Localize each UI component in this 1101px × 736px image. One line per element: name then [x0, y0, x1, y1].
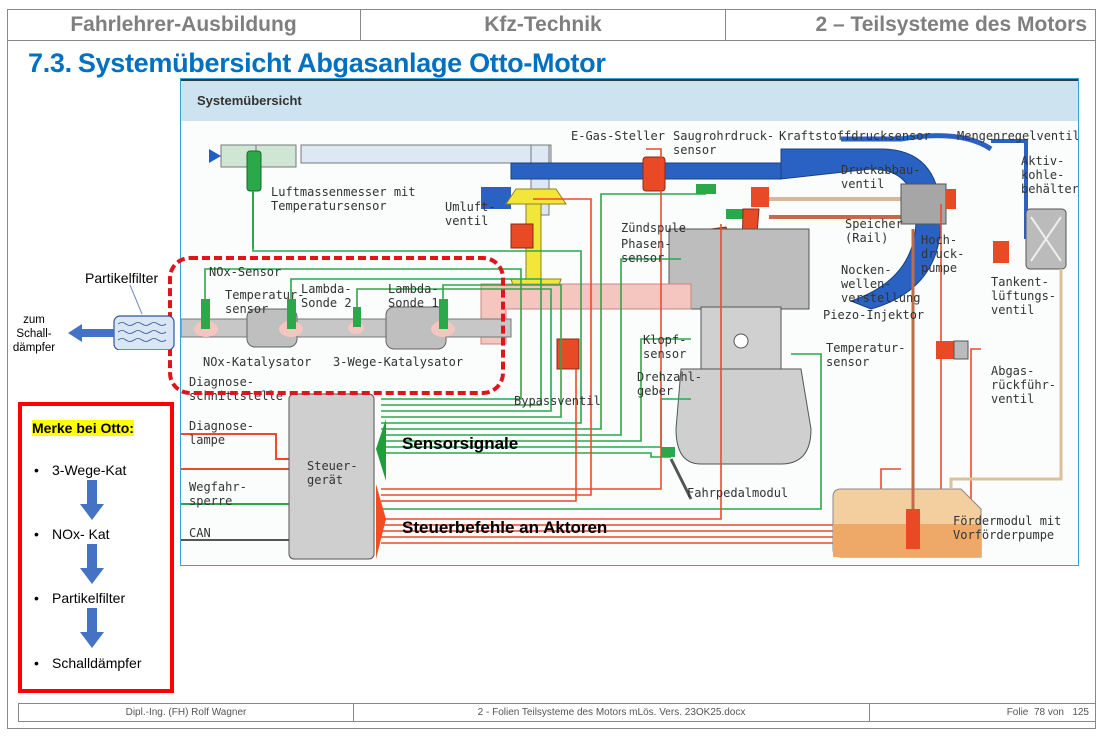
page-title: 7.3.Systemübersicht Abgasanlage Otto-Mot… [28, 48, 606, 79]
diagram-heading-bar: Systemübersicht [181, 79, 1078, 121]
memo-item: •Schalldämpfer [34, 655, 142, 671]
header-subject: Kfz-Technik [361, 9, 726, 40]
footer-page: Folie 78 von 125 [870, 704, 1095, 721]
label-nockenwellenverstellung: Nocken- wellen- verstellung [841, 263, 921, 305]
label-zuendspule: Zündspule [621, 221, 687, 235]
overlay-steuerbefehle: Steuerbefehle an Aktoren [402, 518, 608, 537]
label-diagnoselampe: Diagnose- lampe [189, 419, 255, 447]
pedal-sensor-icon [661, 447, 675, 457]
memo-item-text: Schalldämpfer [52, 655, 142, 671]
label-3-wege-katalysator: 3-Wege-Katalysator [333, 355, 464, 369]
footer-page-total: 125 [1072, 707, 1089, 718]
footer-author: Dipl.-Ing. (FH) Rolf Wagner [19, 704, 354, 721]
label-druckabbauventil: Druckabbau- ventil [841, 163, 921, 191]
diagram-heading: Systemübersicht [197, 93, 302, 108]
slide-footer: Dipl.-Ing. (FH) Rolf Wagner 2 - Folien T… [18, 703, 1096, 722]
recirculation-valve-icon [510, 223, 534, 249]
label-temperatursensor-abgas: Temperatur- sensor [225, 288, 305, 316]
memo-item-text: NOx- Kat [52, 526, 110, 542]
title-text: Systemübersicht Abgasanlage Otto-Motor [77, 48, 606, 78]
accelerator-pedal-icon [669, 458, 693, 500]
tank-vent-valve-icon [993, 241, 1009, 263]
slide-frame [7, 9, 1096, 729]
label-piezo-injektor: Piezo-Injektor [823, 308, 925, 322]
manifold-pressure-sensor-icon [696, 184, 716, 194]
slide-header: Fahrlehrer-Ausbildung Kfz-Technik 2 – Te… [7, 9, 1095, 41]
lambda-sensor-2-icon [353, 307, 361, 327]
label-luftmassenmesser: Luftmassenmesser mit Temperatursensor [271, 185, 416, 213]
engine-block [668, 228, 812, 465]
label-zum-schalldaempfer: zum Schall- dämpfer [12, 314, 56, 354]
label-partikelfilter: Partikelfilter [85, 270, 159, 286]
label-klopfsensor: Klopf- sensor [643, 333, 687, 361]
air-inlet-arrow-icon [209, 149, 221, 163]
down-arrow-icon [80, 480, 104, 520]
label-can: CAN [189, 526, 211, 540]
sensor-signal-arrow-icon [376, 419, 386, 481]
exhaust-manifold [480, 283, 692, 345]
fuel-pump-icon [906, 509, 920, 549]
air-mass-sensor-icon [246, 150, 262, 192]
memo-item: •NOx- Kat [34, 526, 110, 542]
overlay-sensorsignale: Sensorsignale [402, 434, 519, 453]
label-nox-sensor: NOx-Sensor [209, 265, 282, 279]
footer-page-sep: von [1047, 707, 1064, 718]
label-abgasrueckfuehrventil: Abgas- rückführ- ventil [991, 364, 1057, 406]
label-aktivkohlebehaelter: Aktiv- kohle- behälter [1021, 154, 1079, 196]
system-diagram: Systemübersicht [180, 78, 1079, 566]
memo-item: •Partikelfilter [34, 590, 126, 606]
bypass-valve-icon [556, 338, 580, 370]
label-tankentlueftungsventil: Tankent- lüftungs- ventil [991, 275, 1057, 317]
particle-filter-graphic [68, 284, 175, 350]
label-speicher-rail: Speicher (Rail) [845, 217, 903, 245]
fuel-pressure-sensor-icon [726, 209, 748, 219]
exhaust-out-arrow-icon [68, 324, 114, 342]
memo-item-text: 3-Wege-Kat [52, 462, 127, 478]
label-temperatursensor-motor: Temperatur- sensor [826, 341, 906, 369]
down-arrow-icon [80, 544, 104, 584]
actuator-command-arrow-icon [376, 484, 386, 559]
diagram-drawing [181, 133, 1067, 560]
down-arrow-icon [80, 608, 104, 648]
label-hochdruckpumpe: Hoch- druck- pumpe [921, 233, 965, 275]
header-course: Fahrlehrer-Ausbildung [7, 9, 361, 40]
footer-page-current: 78 [1033, 707, 1046, 718]
label-saugrohrdrucksensor: Saugrohrdruck- sensor [673, 129, 775, 157]
egr-valve-icon [936, 341, 954, 359]
throttle-actuator-icon [642, 156, 666, 192]
label-umluftventil: Umluft- ventil [445, 200, 496, 228]
nox-sensor-icon [201, 299, 210, 329]
memo-box: Merke bei Otto: •3-Wege-Kat •NOx- Kat •P… [18, 402, 174, 693]
memo-heading: Merke bei Otto: [32, 420, 134, 436]
memo-item: •3-Wege-Kat [34, 462, 127, 478]
label-lambda-sonde-1: Lambda- Sonde 1 [388, 282, 439, 310]
quantity-control-valve-icon [946, 189, 956, 209]
label-kraftstoffdrucksensor: Kraftstoffdrucksensor [779, 129, 931, 143]
label-mengenregelventil: Mengenregelventil [957, 129, 1079, 143]
footer-page-label: Folie [1006, 707, 1029, 718]
title-number: 7.3. [28, 48, 72, 78]
label-lambda-sonde-2: Lambda- Sonde 2 [301, 282, 352, 310]
memo-item-text: Partikelfilter [52, 590, 126, 606]
footer-filename: 2 - Folien Teilsysteme des Motors mLös. … [354, 704, 870, 721]
header-chapter: 2 – Teilsysteme des Motors [815, 12, 1087, 36]
label-bypassventil: Bypassventil [514, 394, 601, 408]
exhaust-temp-sensor-icon [287, 299, 296, 329]
lambda-sensor-1-icon [439, 299, 448, 329]
label-egas-steller: E-Gas-Steller [571, 129, 665, 143]
label-fahrpedalmodul: Fahrpedalmodul [687, 486, 789, 500]
pressure-relief-valve-icon [751, 187, 769, 207]
label-drehzahlgeber: Drehzahl- geber [637, 370, 703, 398]
label-steuergeraet: Steuer- gerät [307, 459, 358, 487]
exhaust-highlight-box [168, 256, 505, 395]
label-nox-katalysator: NOx-Katalysator [203, 355, 312, 369]
high-pressure-pump-icon [900, 183, 947, 225]
exhaust-pipe [181, 299, 512, 350]
label-foerdermodul: Fördermodul mit Vorförderpumpe [953, 514, 1062, 542]
label-phasensensor: Phasen- sensor [621, 237, 672, 265]
label-wegfahrsperre: Wegfahr- sperre [189, 480, 247, 508]
